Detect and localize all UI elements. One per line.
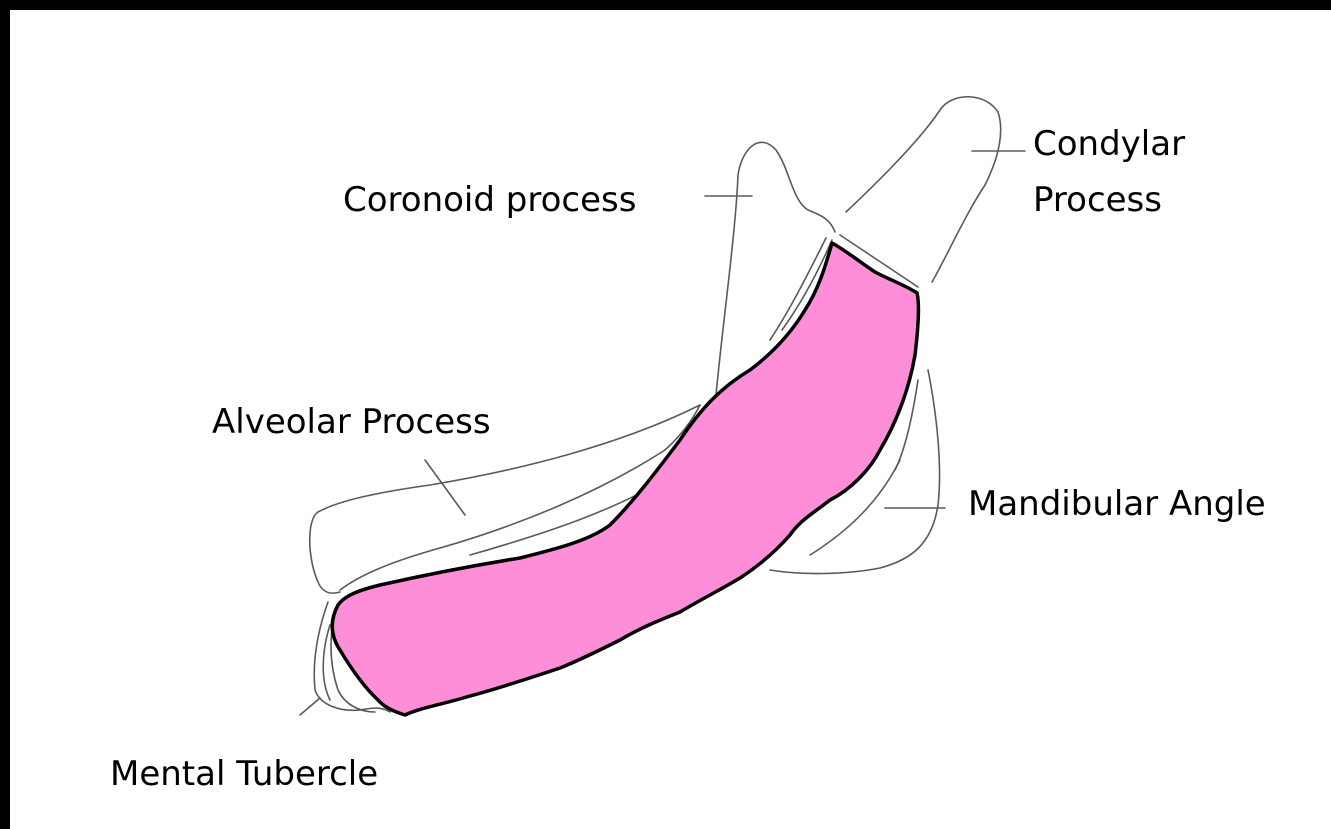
label-condylar-process-line2: Process — [1033, 178, 1162, 222]
label-coronoid-process: Coronoid process — [343, 178, 636, 222]
label-condylar-process-line1: Condylar — [1033, 122, 1185, 166]
label-mental-tubercle: Mental Tubercle — [110, 752, 378, 796]
highlighted-mandible-body — [332, 243, 918, 715]
label-mandibular-angle: Mandibular Angle — [968, 482, 1266, 526]
label-alveolar-process: Alveolar Process — [212, 400, 491, 444]
